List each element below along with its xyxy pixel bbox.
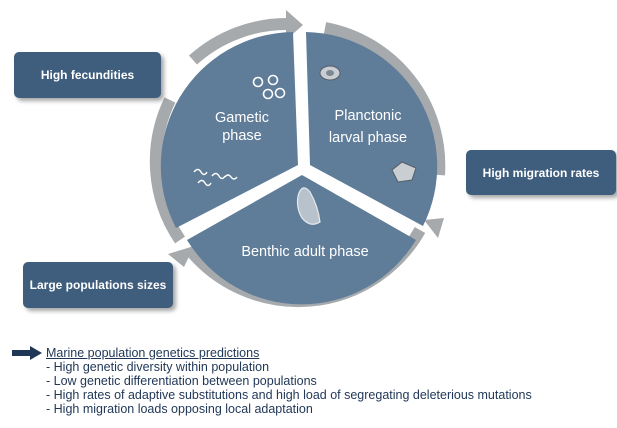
adult-phase-label: Benthic adult phase	[241, 244, 368, 260]
adult-shell-icon	[296, 187, 321, 225]
ring-arrowhead-right	[424, 218, 444, 238]
larval-phase-label-1: Planctonic	[335, 108, 402, 124]
arrow-right-icon	[12, 346, 42, 360]
large-populations-sizes-box: Large populations sizes	[23, 262, 173, 308]
sector-gametic	[160, 32, 298, 228]
ring-arrowhead-left	[168, 246, 194, 267]
prediction-item: - High migration loads opposing local ad…	[46, 402, 313, 416]
life-cycle-diagram: Gametic phase Planctonic larval phase Be…	[149, 10, 446, 308]
predictions-title: Marine population genetics predictions	[46, 346, 260, 360]
high-migration-rates-box: High migration rates	[466, 150, 616, 195]
sperm-icon	[193, 168, 238, 187]
predictions-section: Marine population genetics predictions -…	[12, 346, 617, 416]
sector-adult	[187, 175, 416, 305]
predictions-title-row: Marine population genetics predictions	[12, 346, 617, 360]
eggs-icon	[252, 74, 286, 100]
larval-phase-label-2: larval phase	[329, 130, 407, 146]
prediction-item: - High genetic diversity within populati…	[46, 360, 270, 374]
prediction-item: - High rates of adaptive substitutions a…	[46, 388, 532, 402]
prediction-item: - Low genetic differentiation between po…	[46, 374, 317, 388]
high-fecundities-box: High fecundities	[14, 52, 161, 98]
larva-shell-icon	[391, 161, 417, 183]
gametic-phase-label-1: Gametic	[215, 110, 269, 126]
larva-icon	[319, 65, 341, 81]
gametic-phase-label-2: phase	[222, 128, 262, 144]
